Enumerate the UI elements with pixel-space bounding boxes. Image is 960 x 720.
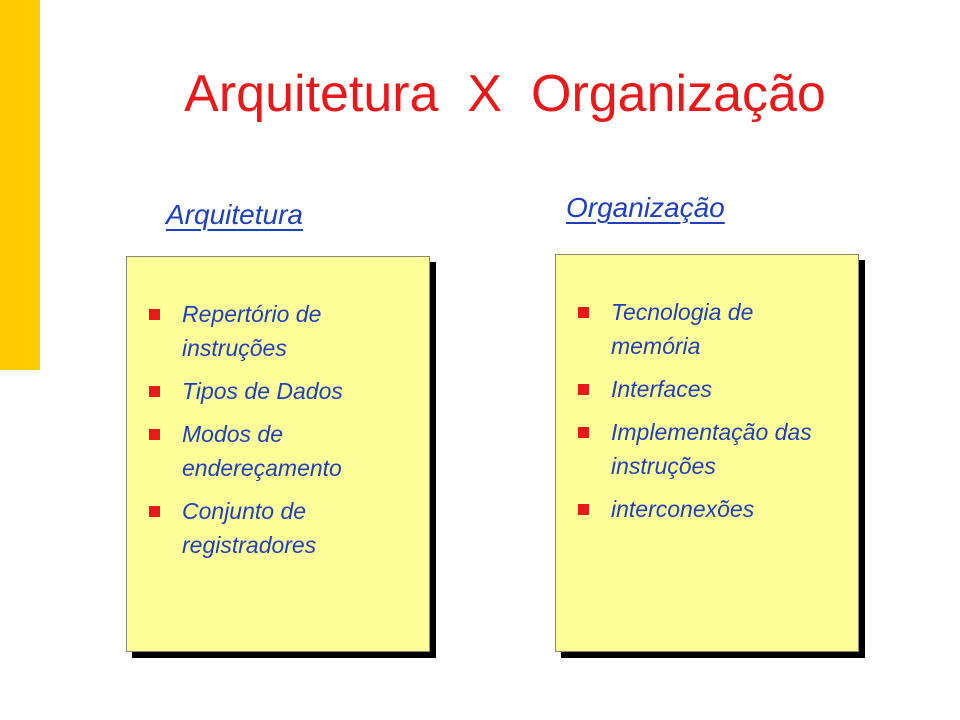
square-bullet-icon: [578, 427, 589, 438]
square-bullet-icon: [149, 386, 160, 397]
square-bullet-icon: [149, 429, 160, 440]
list-item: Conjunto de registradores: [149, 494, 419, 562]
square-bullet-icon: [149, 309, 160, 320]
square-bullet-icon: [149, 506, 160, 517]
heading-arquitetura: Arquitetura: [166, 199, 303, 230]
list-item-text: Repertório de instruções: [182, 301, 322, 361]
list-item-text: Tipos de Dados: [182, 378, 343, 404]
arquitetura-box: Repertório de instruções Tipos de Dados …: [126, 256, 430, 652]
list-item: Repertório de instruções: [149, 297, 419, 365]
accent-bar: [0, 0, 40, 370]
list-item: Tecnologia de memória: [578, 295, 848, 363]
square-bullet-icon: [578, 384, 589, 395]
list-item-text: Implementação das instruções: [611, 419, 812, 479]
list-item-text: Interfaces: [611, 376, 712, 402]
list-item: interconexões: [578, 492, 848, 526]
slide-title: Arquitetura X Organização: [184, 65, 826, 123]
square-bullet-icon: [578, 307, 589, 318]
square-bullet-icon: [578, 504, 589, 515]
list-item-text: Conjunto de registradores: [182, 498, 317, 558]
list-item: Modos de endereçamento: [149, 417, 419, 485]
organizacao-list: Tecnologia de memória Interfaces Impleme…: [578, 295, 848, 535]
heading-organizacao: Organização: [566, 192, 725, 223]
list-item-text: Modos de endereçamento: [182, 421, 342, 481]
list-item-text: interconexões: [611, 496, 755, 522]
organizacao-box: Tecnologia de memória Interfaces Impleme…: [555, 254, 859, 652]
list-item: Interfaces: [578, 372, 848, 406]
list-item-text: Tecnologia de memória: [611, 299, 754, 359]
arquitetura-list: Repertório de instruções Tipos de Dados …: [149, 297, 419, 571]
list-item: Tipos de Dados: [149, 374, 419, 408]
list-item: Implementação das instruções: [578, 415, 848, 483]
